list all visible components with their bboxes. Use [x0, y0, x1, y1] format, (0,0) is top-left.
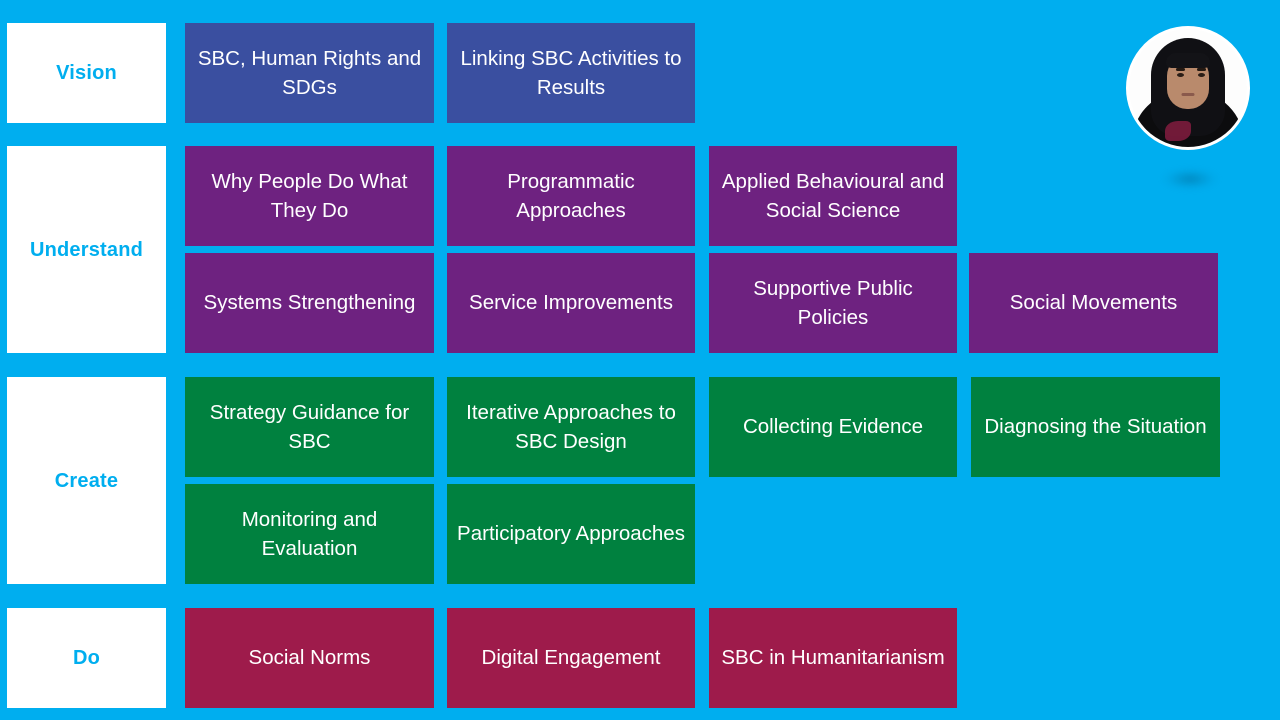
- tile-understand-2[interactable]: Programmatic Approaches: [447, 146, 695, 246]
- tile-understand-1-text: Why People Do What They Do: [211, 169, 408, 222]
- tile-understand-6-text: Supportive Public Policies: [753, 276, 913, 329]
- tile-understand-1[interactable]: Why People Do What They Do: [185, 146, 434, 246]
- tile-understand-7-text: Social Movements: [1009, 291, 1178, 315]
- tile-do-2[interactable]: Digital Engagement: [447, 608, 695, 708]
- avatar-shadow: [1162, 168, 1218, 190]
- tile-create-2[interactable]: Iterative Approaches to SBC Design: [447, 377, 695, 477]
- tile-do-3[interactable]: SBC in Humanitarianism: [709, 608, 957, 708]
- tile-create-3-text: Collecting Evidence: [742, 415, 924, 439]
- avatar-image: [1126, 26, 1250, 150]
- tile-create-2-text: Iterative Approaches to SBC Design: [466, 400, 676, 453]
- tile-create-3[interactable]: Collecting Evidence: [709, 377, 957, 477]
- tile-create-6-text: Participatory Approaches: [457, 522, 685, 546]
- presenter-avatar[interactable]: [1126, 26, 1250, 150]
- tile-do-1[interactable]: Social Norms: [185, 608, 434, 708]
- row-label-understand: Understand: [7, 146, 166, 353]
- row-label-create-text: Create: [54, 469, 119, 492]
- tile-understand-3-text: Applied Behavioural and Social Science: [721, 169, 945, 222]
- tile-do-2-text: Digital Engagement: [481, 646, 661, 670]
- tile-understand-3[interactable]: Applied Behavioural and Social Science: [709, 146, 957, 246]
- row-label-do-text: Do: [72, 647, 101, 669]
- tile-understand-5[interactable]: Service Improvements: [447, 253, 695, 353]
- tile-vision-2[interactable]: Linking SBC Activities to Results: [447, 23, 695, 123]
- row-label-vision: Vision: [7, 23, 166, 123]
- tile-vision-1-text: SBC, Human Rights and SDGs: [197, 46, 422, 99]
- tile-create-6[interactable]: Participatory Approaches: [447, 484, 695, 584]
- tile-create-4[interactable]: Diagnosing the Situation: [971, 377, 1220, 477]
- tile-understand-4-text: Systems Strengthening: [203, 291, 416, 315]
- tile-understand-7[interactable]: Social Movements: [969, 253, 1218, 353]
- tile-understand-4[interactable]: Systems Strengthening: [185, 253, 434, 353]
- tile-understand-6[interactable]: Supportive Public Policies: [709, 253, 957, 353]
- tile-understand-5-text: Service Improvements: [469, 291, 673, 315]
- row-label-understand-text: Understand: [29, 238, 144, 261]
- tile-create-5[interactable]: Monitoring and Evaluation: [185, 484, 434, 584]
- tile-create-4-text: Diagnosing the Situation: [984, 415, 1207, 439]
- tile-create-1-text: Strategy Guidance for SBC: [209, 400, 410, 453]
- tile-do-3-text: SBC in Humanitarianism: [721, 646, 945, 670]
- row-label-vision-text: Vision: [56, 62, 117, 84]
- tile-vision-2-text: Linking SBC Activities to Results: [460, 46, 682, 99]
- tile-do-1-text: Social Norms: [248, 646, 371, 670]
- tile-understand-2-text: Programmatic Approaches: [507, 169, 635, 222]
- tile-create-1[interactable]: Strategy Guidance for SBC: [185, 377, 434, 477]
- tile-create-5-text: Monitoring and Evaluation: [241, 507, 378, 560]
- tile-vision-1[interactable]: SBC, Human Rights and SDGs: [185, 23, 434, 123]
- row-label-do: Do: [7, 608, 166, 708]
- row-label-create: Create: [7, 377, 166, 584]
